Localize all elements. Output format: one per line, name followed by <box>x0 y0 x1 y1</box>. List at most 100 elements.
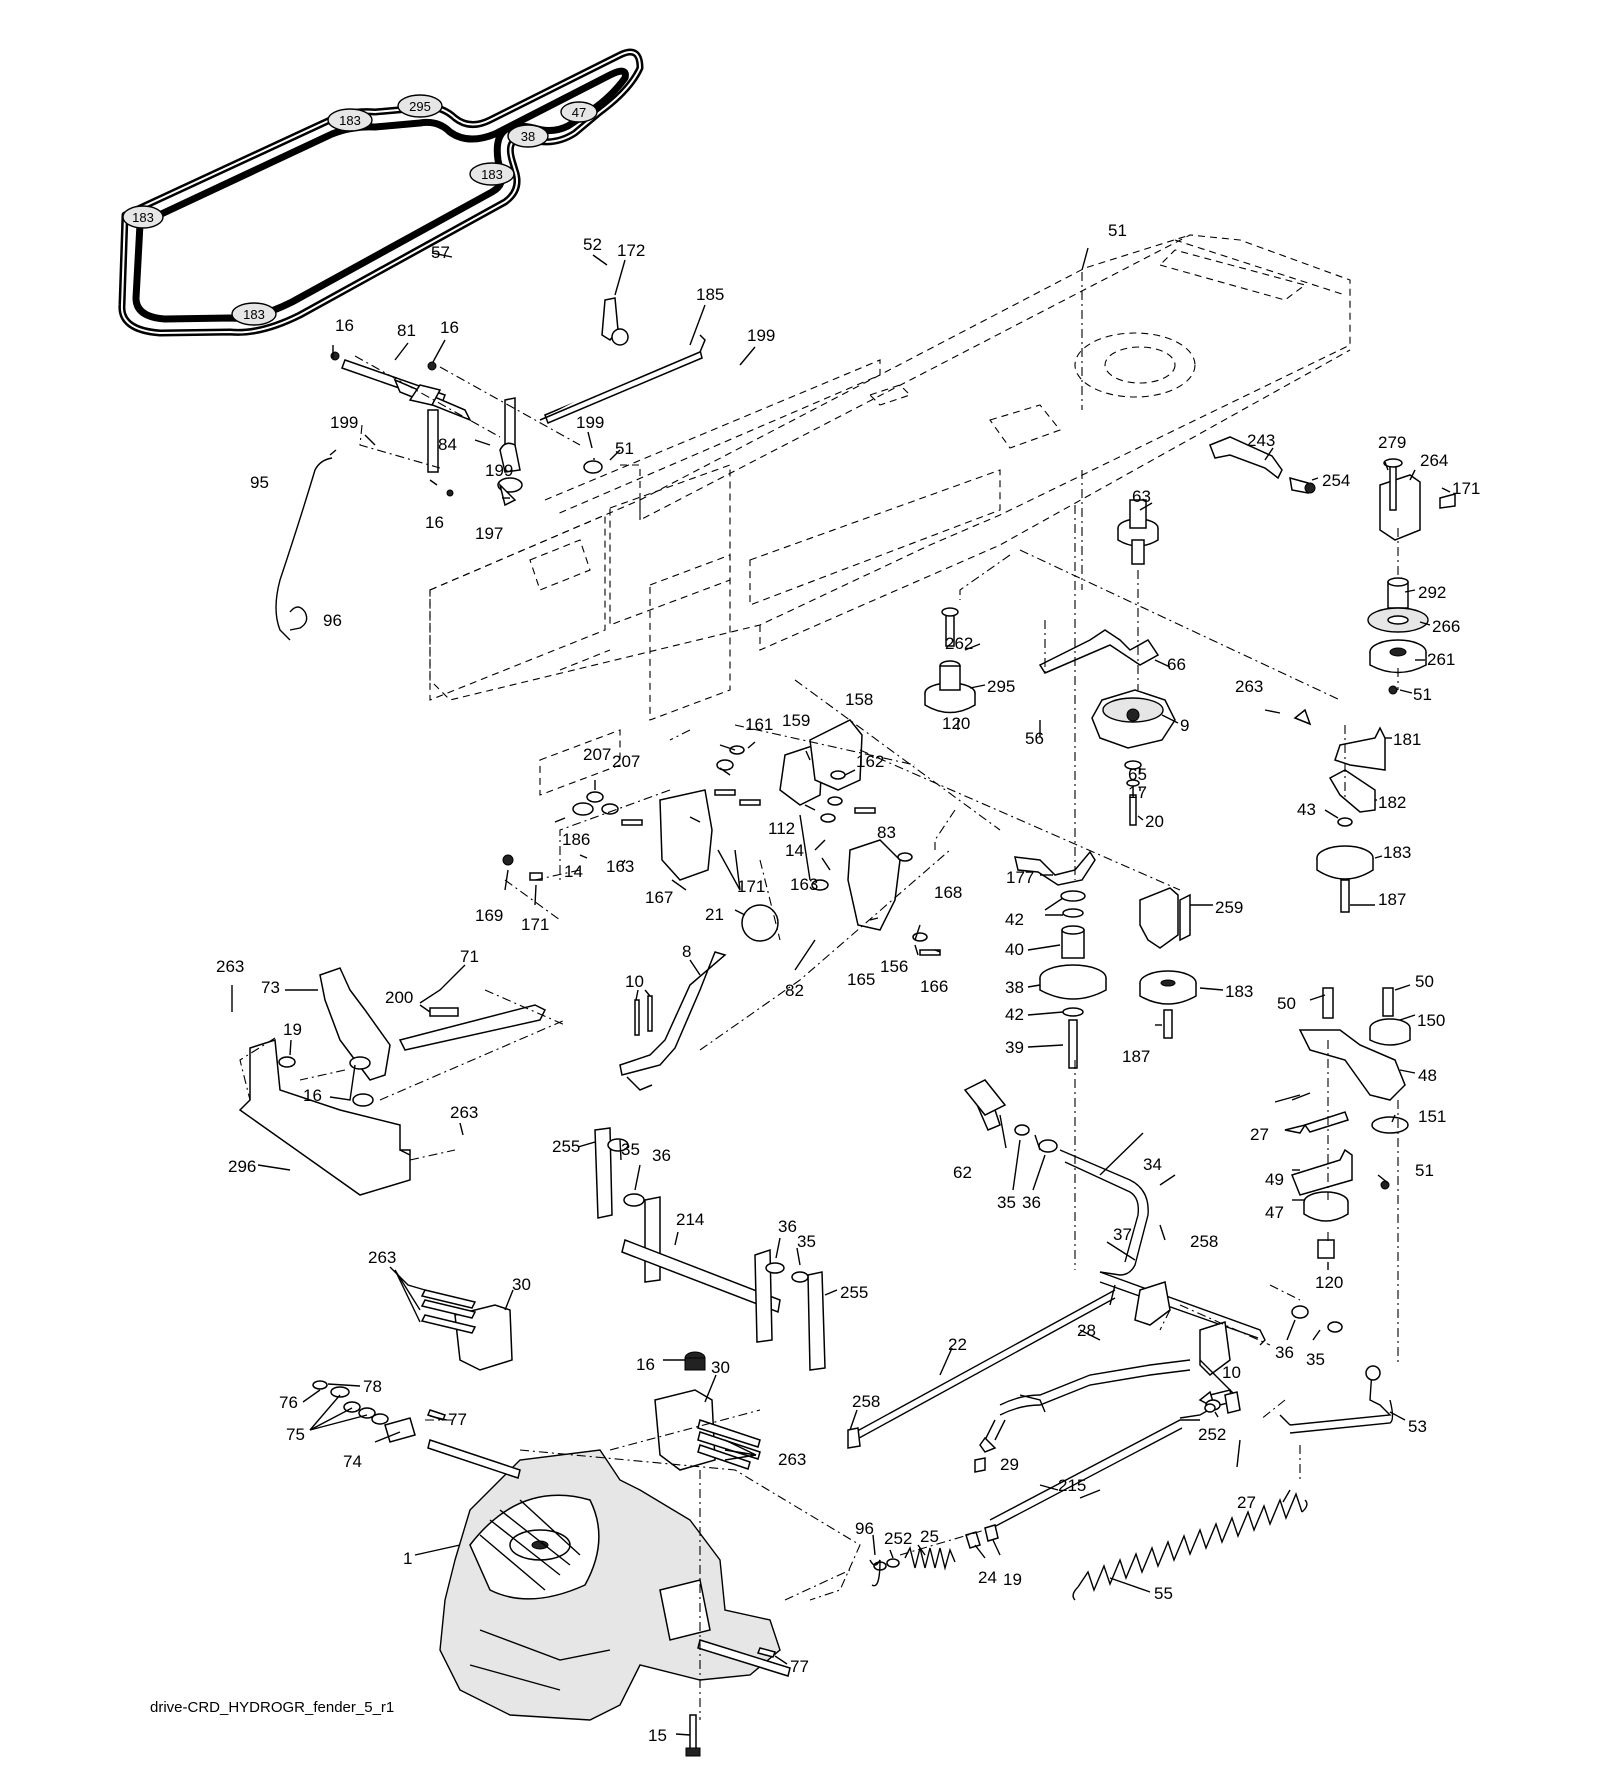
label-10a: 10 <box>625 972 644 991</box>
fan-parts-74-78 <box>312 1380 777 1658</box>
label-263b: 263 <box>216 957 244 976</box>
label-163a: 163 <box>790 875 818 894</box>
label-78: 78 <box>363 1377 382 1396</box>
label-199d: 199 <box>485 461 513 480</box>
bracket-66 <box>1038 629 1160 674</box>
belt-pulley-183-d <box>231 302 277 326</box>
label-264: 264 <box>1420 451 1448 470</box>
label-57: 57 <box>431 243 450 262</box>
bracket-150-48 <box>1284 987 1411 1134</box>
label-169: 169 <box>475 906 503 925</box>
label-261: 261 <box>1427 650 1455 669</box>
label-263e: 263 <box>778 1450 806 1469</box>
label-27a: 27 <box>1250 1125 1269 1144</box>
label-24: 24 <box>978 1568 997 1587</box>
label-42a: 42 <box>1005 910 1024 929</box>
fitting-252 <box>1204 1391 1241 1414</box>
label-172: 172 <box>617 241 645 260</box>
belt-label: 183 <box>243 307 265 322</box>
belt-pulleys: 295 183 47 38 183 183 183 <box>122 94 598 326</box>
label-163b: 163 <box>606 857 634 876</box>
label-255a: 255 <box>552 1137 580 1156</box>
label-263d: 263 <box>368 1248 396 1267</box>
label-199a: 199 <box>747 326 775 345</box>
label-35a: 35 <box>621 1140 640 1159</box>
label-22: 22 <box>948 1335 967 1354</box>
label-120b: 120 <box>1315 1273 1343 1292</box>
label-16a: 16 <box>335 316 354 335</box>
label-52: 52 <box>583 235 602 254</box>
label-35c: 35 <box>997 1193 1016 1212</box>
label-158: 158 <box>845 690 873 709</box>
label-17: 17 <box>1128 783 1147 802</box>
idler-pulley-63 <box>1117 499 1159 565</box>
label-16b: 16 <box>440 318 459 337</box>
label-38: 38 <box>1005 978 1024 997</box>
label-29: 29 <box>1000 1455 1019 1474</box>
belt-pulley-295 <box>397 94 443 118</box>
label-166: 166 <box>920 977 948 996</box>
belt-label: 47 <box>572 105 586 120</box>
label-39: 39 <box>1005 1038 1024 1057</box>
label-96b: 96 <box>855 1519 874 1538</box>
label-243: 243 <box>1247 431 1275 450</box>
label-47: 47 <box>1265 1203 1284 1222</box>
control-rods <box>847 1094 1394 1529</box>
label-66: 66 <box>1167 655 1186 674</box>
label-151: 151 <box>1418 1107 1446 1126</box>
label-159: 159 <box>782 711 810 730</box>
label-16c: 16 <box>425 513 444 532</box>
label-181: 181 <box>1393 730 1421 749</box>
belt-label: 183 <box>481 167 503 182</box>
label-43: 43 <box>1297 800 1316 819</box>
label-19a: 19 <box>283 1020 302 1039</box>
spring-25 <box>869 1524 999 1587</box>
label-8: 8 <box>682 942 691 961</box>
label-36a: 36 <box>652 1146 671 1165</box>
bracket-177 <box>1014 850 1096 886</box>
shaft-214-assembly <box>594 1127 826 1371</box>
label-10b: 10 <box>1222 1363 1241 1382</box>
label-50b: 50 <box>1415 972 1434 991</box>
label-95: 95 <box>250 473 269 492</box>
label-leaders <box>231 247 1451 1736</box>
label-53: 53 <box>1408 1417 1427 1436</box>
label-183b: 183 <box>1225 982 1253 1001</box>
label-207b: 207 <box>612 752 640 771</box>
label-263a: 263 <box>1235 677 1263 696</box>
label-15: 15 <box>648 1726 667 1745</box>
label-207a: 207 <box>583 745 611 764</box>
label-1: 1 <box>403 1549 412 1568</box>
belt-pulley-183-b <box>469 162 515 186</box>
label-200: 200 <box>385 988 413 1007</box>
label-197: 197 <box>475 524 503 543</box>
label-30b: 30 <box>711 1358 730 1377</box>
diagram-id: drive-CRD_HYDROGR_fender_5_r1 <box>150 1699 394 1716</box>
label-37: 37 <box>1113 1225 1132 1244</box>
label-199b: 199 <box>576 413 604 432</box>
label-150: 150 <box>1417 1011 1445 1030</box>
label-82: 82 <box>785 981 804 1000</box>
label-74: 74 <box>343 1452 362 1471</box>
label-77b: 77 <box>790 1657 809 1676</box>
label-62: 62 <box>953 1163 972 1182</box>
label-19b: 19 <box>1003 1570 1022 1589</box>
belt-pulley-38 <box>507 124 549 148</box>
label-254: 254 <box>1322 471 1350 490</box>
label-258a: 258 <box>1190 1232 1218 1251</box>
label-81: 81 <box>397 321 416 340</box>
label-186: 186 <box>562 830 590 849</box>
label-83: 83 <box>877 823 896 842</box>
label-55: 55 <box>1154 1584 1173 1603</box>
belt-label: 183 <box>132 210 154 225</box>
label-258b: 258 <box>852 1392 880 1411</box>
belt-label: 183 <box>339 113 361 128</box>
label-112: 112 <box>768 819 795 838</box>
label-187b: 187 <box>1122 1047 1150 1066</box>
transmission-1 <box>427 1439 791 1757</box>
label-263c: 263 <box>450 1103 478 1122</box>
spring-55 <box>1072 1492 1308 1601</box>
rod-243 <box>1209 436 1316 494</box>
label-51a: 51 <box>615 439 634 458</box>
label-48: 48 <box>1418 1066 1437 1085</box>
